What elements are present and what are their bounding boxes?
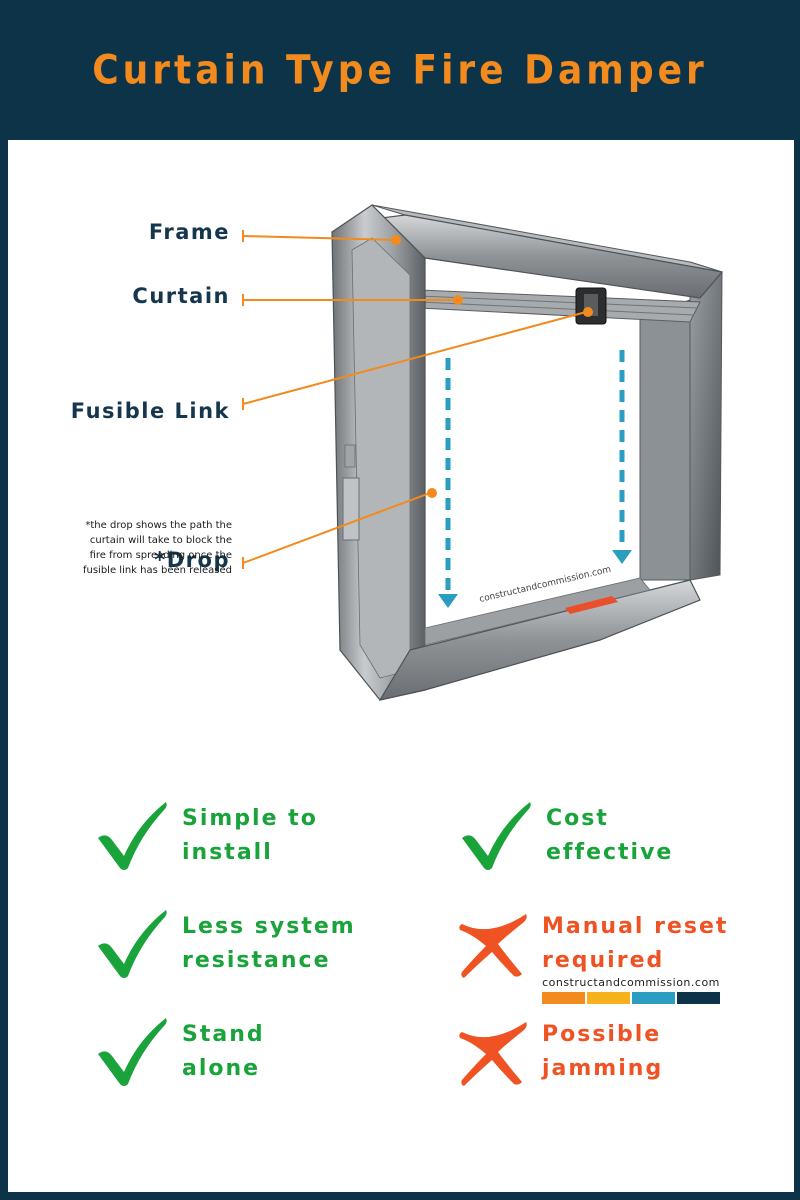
- label-drop: *Drop: [154, 548, 230, 572]
- brand-bar-segment: [542, 992, 585, 1004]
- release-strip: [565, 596, 618, 614]
- feature-stand-alone: Stand alone: [92, 1012, 265, 1092]
- page-title: Curtain Type Fire Damper: [92, 47, 708, 93]
- check-icon: [462, 802, 531, 870]
- leader-drop: [242, 488, 437, 569]
- check-icon: [98, 1018, 167, 1086]
- label-frame: Frame: [148, 220, 230, 244]
- feature-line: Stand: [182, 1022, 265, 1047]
- feature-line: required: [542, 948, 665, 973]
- leader-frame: [242, 230, 401, 245]
- drop-arrowhead-right: [612, 550, 632, 564]
- feature-possible-jamming: Possible jamming: [452, 1012, 663, 1092]
- brand-bar-segment: [632, 992, 675, 1004]
- feature-line: effective: [546, 840, 674, 865]
- brand-color-bar: [542, 992, 720, 1004]
- cross-icon: [459, 914, 527, 978]
- frame-side-right-inner: [639, 299, 691, 581]
- feature-line: Cost: [546, 806, 609, 831]
- check-icon: [98, 802, 167, 870]
- side-bracket: [342, 477, 360, 541]
- feature-line: Possible: [542, 1022, 662, 1047]
- label-curtain: Curtain: [132, 284, 230, 308]
- check-icon: [98, 910, 167, 978]
- brand-bar-segment: [677, 992, 720, 1004]
- feature-cost-effective: Cost effective: [456, 796, 673, 876]
- feature-line: install: [182, 840, 273, 865]
- feature-line: jamming: [542, 1056, 664, 1081]
- feature-line: Simple to: [182, 806, 318, 831]
- feature-line: alone: [182, 1056, 261, 1081]
- brand-url: constructandcommission.com: [542, 976, 720, 989]
- feature-less-system-resistance: Less system resistance: [92, 904, 356, 984]
- feature-line: resistance: [182, 948, 331, 973]
- feature-simple-to-install: Simple to install: [92, 796, 318, 876]
- feature-line: Manual reset: [542, 914, 729, 939]
- label-fusible-link: Fusible Link: [70, 399, 230, 423]
- brand-bar-segment: [587, 992, 630, 1004]
- brand-footer: constructandcommission.com: [542, 976, 720, 1004]
- feature-line: Less system: [182, 914, 356, 939]
- leader-curtain: [242, 294, 463, 306]
- leader-fusible-link: [242, 307, 593, 410]
- frame-bottom: [378, 579, 701, 701]
- cross-icon: [459, 1022, 527, 1086]
- feature-manual-reset-required: Manual reset required: [452, 904, 728, 984]
- header: Curtain Type Fire Damper: [0, 0, 800, 140]
- drop-arrowhead-left: [438, 594, 458, 608]
- drop-footnote: *the drop shows the path the curtain wil…: [82, 520, 232, 576]
